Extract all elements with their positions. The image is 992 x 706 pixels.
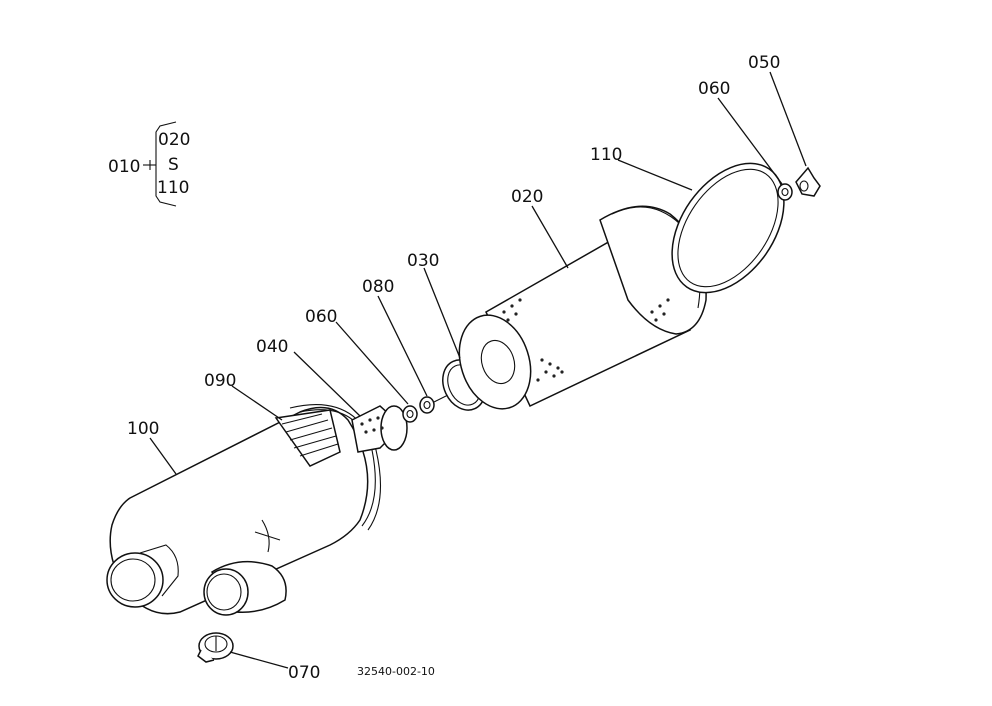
callout-050: 050: [748, 53, 780, 73]
leader-060-lower: [335, 321, 409, 405]
callout-040: 040: [256, 337, 288, 357]
part-040-tube: [351, 405, 408, 453]
leader-070: [229, 651, 289, 669]
callout-060-upper: 060: [698, 79, 730, 99]
callout-090: 090: [204, 371, 236, 391]
assembly-bracket: [143, 121, 177, 207]
callout-020: 020: [511, 187, 543, 207]
leader-050: [769, 71, 807, 167]
leader-100: [149, 437, 177, 475]
leader-040: [293, 351, 361, 417]
callout-030: 030: [407, 251, 439, 271]
leader-090: [231, 385, 283, 421]
part-060-washer-lower: [402, 405, 418, 423]
leader-020: [531, 205, 569, 269]
callout-110: 110: [590, 145, 622, 165]
part-080-nut: [419, 396, 435, 414]
part-050-wing-nut: [795, 166, 821, 197]
drawing-number: 32540-002-10: [357, 665, 435, 678]
part-110-gasket: [671, 162, 785, 294]
leader-110: [617, 159, 693, 191]
assembly-range-tilde: S: [168, 155, 179, 175]
leader-030: [423, 267, 461, 359]
leader-060-upper: [717, 97, 783, 185]
part-020-filter-element: [458, 205, 707, 410]
part-070-dust-valve: [197, 632, 234, 663]
callout-080: 080: [362, 277, 394, 297]
part-090-indicator-window: [274, 409, 341, 467]
assembly-range-start: 020: [158, 130, 190, 150]
part-060-washer-upper: [777, 183, 793, 201]
callout-060-lower: 060: [305, 307, 337, 327]
leader-080: [377, 295, 428, 397]
assembly-label: 010: [108, 157, 140, 177]
callout-070: 070: [288, 663, 320, 683]
callout-100: 100: [127, 419, 159, 439]
assembly-range-end: 110: [157, 178, 189, 198]
